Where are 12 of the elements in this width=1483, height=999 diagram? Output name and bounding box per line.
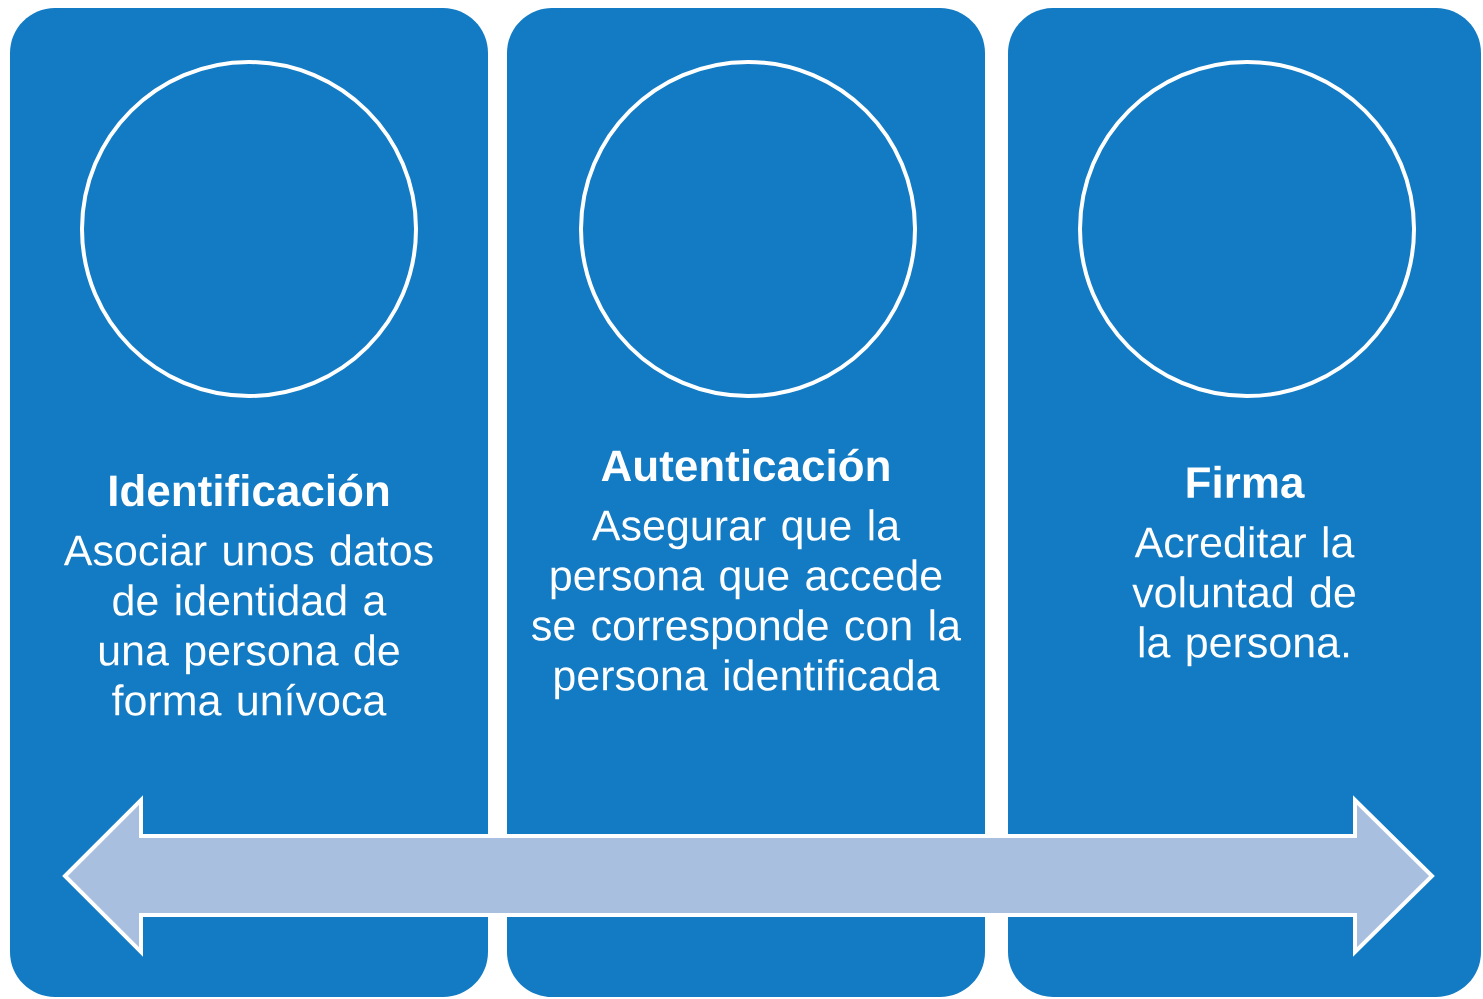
circle	[579, 60, 917, 398]
panel	[507, 8, 985, 997]
heading: Identificación	[110, 473, 389, 507]
description: Asegurar que la persona que accede se corresponde con la persona identificada	[532, 509, 961, 700]
panel	[1008, 8, 1481, 997]
circle	[1078, 60, 1416, 398]
panel	[10, 8, 488, 997]
heading: Autenticación	[601, 448, 889, 482]
description: Asociar unos datos de identidad a una persona de forma unívoca	[63, 534, 433, 716]
circle	[80, 60, 418, 398]
heading: Firma	[1187, 465, 1305, 499]
description: Acreditar la voluntad de la persona.	[1132, 526, 1355, 667]
